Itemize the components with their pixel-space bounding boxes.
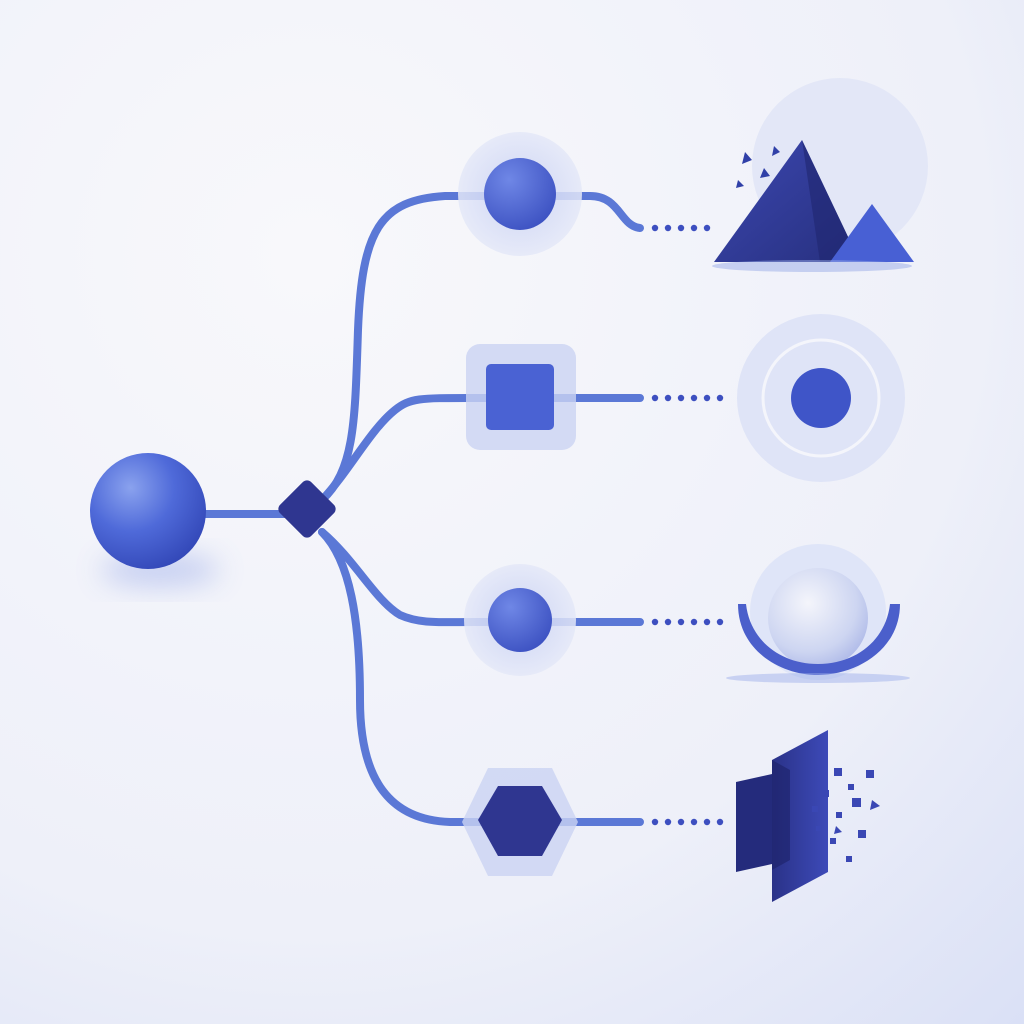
ball-in-cup-icon (726, 544, 910, 683)
dotted-link-2 (651, 394, 724, 402)
dotted-link-1 (651, 224, 711, 232)
root-sphere-icon (90, 453, 220, 586)
dissolving-panel-icon (736, 730, 880, 902)
branch-node-1-circle-icon (458, 132, 582, 256)
branch-node-2-square-icon (466, 344, 576, 450)
mountain-icon (712, 78, 928, 272)
branch-node-3-circle-icon (464, 564, 576, 676)
dotted-link-3 (651, 618, 724, 626)
connector-lines (201, 192, 644, 826)
branch-line-3 (318, 528, 644, 627)
branch-line-2 (318, 394, 644, 504)
dotted-links (651, 224, 724, 826)
target-icon (737, 314, 905, 482)
dotted-link-4 (651, 818, 724, 826)
hub-diamond-icon (278, 480, 336, 538)
branch-node-4-hexagon-icon (462, 768, 578, 876)
branch-line-1 (318, 192, 644, 504)
branch-line-4 (318, 528, 644, 826)
